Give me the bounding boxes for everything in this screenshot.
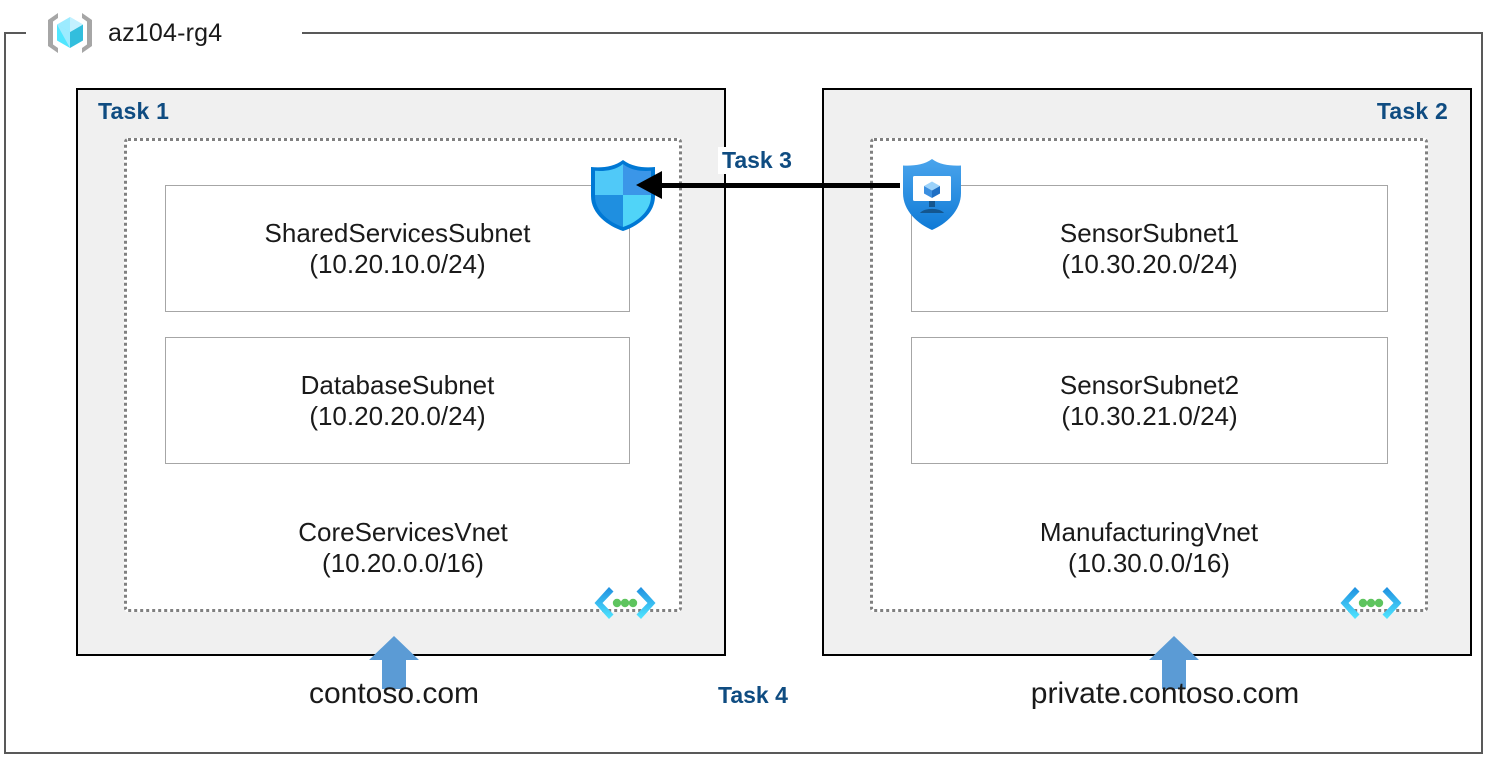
subnet-sensor1: SensorSubnet1 (10.30.20.0/24)	[911, 185, 1388, 312]
core-services-vnet-caption: CoreServicesVnet (10.20.0.0/16)	[124, 517, 682, 579]
vnet-cidr: (10.20.0.0/16)	[322, 548, 484, 579]
virtual-network-icon	[594, 584, 656, 624]
task1-title: Task 1	[98, 98, 170, 124]
dns-zone-contoso: contoso.com	[308, 677, 480, 710]
resource-group-cube-icon	[42, 9, 98, 57]
vnet-name: CoreServicesVnet	[298, 517, 508, 547]
subnet-shared-services: SharedServicesSubnet (10.20.10.0/24)	[165, 185, 630, 312]
task2-title: Task 2	[1376, 98, 1448, 124]
manufacturing-vnet-caption: ManufacturingVnet (10.30.0.0/16)	[870, 517, 1428, 579]
left-arrow-icon	[636, 171, 662, 199]
subnet-name: SensorSubnet1	[1059, 217, 1240, 248]
dns-zone-private-contoso: private.contoso.com	[1030, 677, 1300, 710]
shield-virtual-machine-icon	[897, 156, 967, 234]
resource-group-name: az104-rg4	[108, 18, 223, 47]
task3-label: Task 3	[718, 147, 796, 174]
subnet-name: DatabaseSubnet	[300, 369, 495, 400]
subnet-cidr: (10.20.10.0/24)	[309, 248, 486, 279]
task4-label: Task 4	[718, 682, 788, 708]
up-arrow-icon	[1148, 634, 1200, 690]
resource-group-header: az104-rg4	[42, 8, 222, 58]
vnet-name: ManufacturingVnet	[1039, 517, 1259, 547]
subnet-sensor2: SensorSubnet2 (10.30.21.0/24)	[911, 337, 1388, 464]
virtual-network-icon	[1340, 584, 1402, 624]
subnet-name: SharedServicesSubnet	[264, 217, 531, 248]
subnet-cidr: (10.30.21.0/24)	[1061, 400, 1238, 431]
up-arrow-icon	[368, 634, 420, 690]
subnet-name: SensorSubnet2	[1059, 369, 1240, 400]
subnet-cidr: (10.20.20.0/24)	[309, 400, 486, 431]
task3-connection-line	[660, 183, 900, 188]
resource-group-title-gap	[26, 24, 302, 42]
vnet-cidr: (10.30.0.0/16)	[1068, 548, 1230, 579]
subnet-database: DatabaseSubnet (10.20.20.0/24)	[165, 337, 630, 464]
subnet-cidr: (10.30.20.0/24)	[1061, 248, 1238, 279]
